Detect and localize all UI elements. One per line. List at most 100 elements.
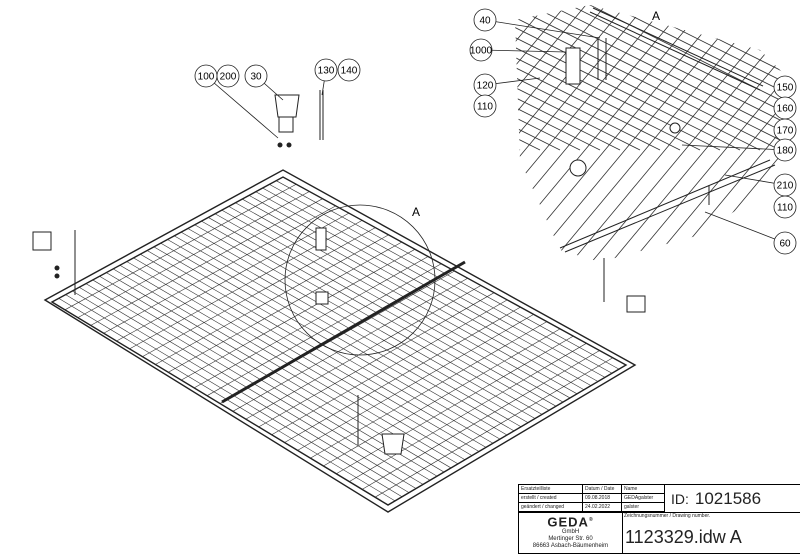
id-label: ID: (671, 490, 689, 507)
callout-110: 110 (773, 195, 797, 219)
grid-wire (181, 249, 416, 381)
callout-number: 160 (777, 104, 794, 115)
main-grid-panel (58, 180, 620, 502)
grid-wire (168, 241, 402, 373)
callout-30: 30 (244, 64, 284, 101)
callout-170: 170 (773, 118, 797, 142)
created-date: 09.08.2018 (583, 494, 622, 503)
grid-wire (515, 5, 601, 151)
grid-wire (515, 5, 641, 151)
changed-name: galster (622, 503, 665, 512)
grid-wire (515, 5, 561, 151)
grid-wire (374, 357, 613, 498)
callout-number: 120 (477, 81, 494, 92)
grid-wire (362, 350, 600, 490)
hardware-parts (32, 90, 646, 455)
detail-view-label: A (652, 9, 660, 23)
grid-wire (515, 5, 661, 151)
created-name: GEDAgalster (622, 494, 665, 503)
grid-wire (515, 5, 541, 262)
grid-wire (245, 285, 482, 420)
callout-number: 180 (777, 146, 794, 157)
callout-130: 130 (314, 58, 338, 96)
grid-wire (200, 0, 500, 300)
grid-wire (539, 5, 790, 151)
grid-wire (515, 5, 761, 151)
grid-wire (160, 0, 460, 300)
callout-140: 140 (337, 58, 361, 82)
grid-wire (349, 343, 587, 482)
grid-wire (323, 328, 561, 467)
callout-number: 30 (250, 72, 262, 83)
callout-40: 40 (473, 8, 601, 39)
grid-wire (515, 5, 581, 262)
grid-wire (284, 306, 521, 443)
drawing-number-label: Zeichnungsnummer / Drawing number. (624, 513, 711, 519)
grid-wire (194, 256, 429, 389)
grid-wire (155, 234, 389, 365)
grid-wire (515, 5, 621, 151)
callout-150: 150 (773, 75, 797, 99)
grid-wire (515, 5, 701, 262)
grid-wire (559, 5, 790, 262)
detail-marker-label: A (412, 205, 420, 219)
grid-wire (515, 5, 741, 262)
grid-wire (140, 0, 440, 300)
grid-wire (120, 0, 420, 300)
callout-number: 210 (777, 181, 794, 192)
changed-date: 24.02.2022 (583, 503, 622, 512)
grid-wire (77, 191, 310, 318)
detail-frame (559, 7, 776, 253)
callout-number: 200 (220, 72, 237, 83)
grid-wire (515, 5, 781, 151)
grid-wire (599, 5, 790, 262)
grid-wire (142, 227, 376, 357)
company-logo-block: GEDA® GmbH Mertinger Str. 60 86663 Asbac… (519, 512, 623, 553)
company-form: GmbH (561, 529, 580, 536)
grid-wire (120, 0, 420, 150)
callout-60: 60 (704, 211, 797, 255)
detail-grid-panel (100, 0, 790, 300)
grid-wire (100, 0, 400, 300)
company-city: 86663 Asbach-Bäumenheim (532, 543, 609, 550)
callout-number: 140 (341, 66, 358, 77)
grid-wire (103, 205, 336, 334)
grid-wire (559, 5, 790, 151)
grid-wire (515, 5, 701, 151)
callout-number: 150 (777, 83, 794, 94)
drawing-number-block: Zeichnungsnummer / Drawing number. 11233… (622, 512, 800, 553)
grid-wire (579, 5, 790, 262)
grid-wire (515, 5, 790, 151)
id-value: 1021586 (694, 488, 762, 508)
callout-number: 100 (198, 72, 215, 83)
callout-number: 130 (318, 66, 335, 77)
callout-120: 120 (473, 73, 541, 97)
created-label: erstellt / created (519, 494, 583, 503)
grid-wire (599, 5, 790, 151)
grid-wire (539, 5, 790, 262)
main-frame (43, 169, 637, 513)
list-type: Ersatzteilliste (519, 485, 583, 494)
grid-wire (90, 198, 323, 326)
grid-wire (232, 277, 468, 412)
grid-wire (619, 5, 790, 262)
main-callouts: 100 200 30 130 140 (194, 58, 361, 139)
part-id: ID: 1021586 (665, 485, 800, 512)
changed-label: geändert / changed (519, 503, 583, 512)
grid-wire (310, 321, 547, 459)
title-block: Ersatzteilliste Datum / Date Name erstel… (518, 484, 800, 554)
callout-number: 40 (479, 16, 491, 27)
grid-wire (515, 5, 681, 151)
grid-wire (271, 299, 508, 435)
grid-wire (116, 212, 350, 342)
grid-wire (336, 335, 574, 475)
callout-number: 170 (777, 126, 794, 137)
grid-wire (515, 5, 761, 262)
callout-160: 160 (773, 96, 797, 120)
grid-wire (515, 5, 561, 262)
callout-110: 110 (473, 94, 497, 118)
grid-wire (64, 183, 297, 311)
callout-number: 1000 (470, 46, 493, 57)
